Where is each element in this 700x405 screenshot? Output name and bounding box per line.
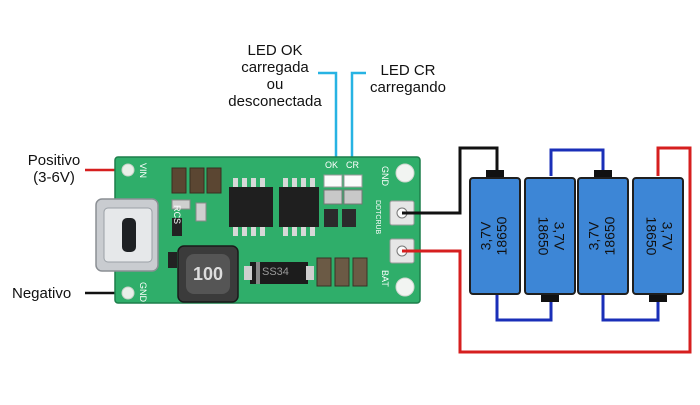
battery-body (469, 177, 521, 295)
usb-c-port (95, 198, 159, 272)
led-cr-label-line: carregando (370, 79, 446, 96)
ic-chip-2 (279, 178, 319, 236)
battery-terminal (594, 170, 612, 180)
positive-label-line: (3-6V) (33, 169, 75, 186)
inductor-value: 100 (192, 264, 224, 284)
led-ok-label-line: LED OK (247, 42, 303, 59)
silk-cr: CR (346, 160, 359, 170)
led-cr-callout-line (350, 71, 366, 172)
charger-board (95, 156, 421, 304)
led-ok-label-line: ou (266, 76, 284, 93)
battery-body (632, 177, 684, 295)
battery-type-label: 18650 (535, 217, 551, 256)
silk-rcs: RCS (172, 205, 182, 225)
led-ok-label: LED OK carregada ou desconectada (215, 42, 335, 110)
led-ok (323, 174, 343, 205)
battery-type-label: 18650 (602, 216, 618, 255)
silk-ok: OK (325, 160, 339, 170)
battery-terminal (486, 170, 504, 180)
silk-gnd-left: GND (138, 282, 148, 302)
diode (244, 262, 314, 284)
negative-input-label: Negativo (12, 285, 72, 302)
positive-input-label: Positivo (3-6V) (14, 152, 94, 186)
battery-terminal (649, 292, 667, 302)
led-ok-label-line: desconectada (228, 93, 322, 110)
series-link-3 (601, 292, 660, 322)
battery-body (524, 177, 576, 295)
ic-chip-1 (229, 178, 273, 236)
battery-voltage-label: 3,7V (478, 221, 494, 250)
positive-label-line: Positivo (27, 152, 81, 169)
led-cr-label: LED CR carregando (358, 62, 458, 96)
negative-wire (402, 146, 499, 215)
led-ok-callout-line (318, 71, 338, 172)
series-link-1 (495, 292, 553, 322)
battery-type-label: 18650 (643, 217, 659, 256)
battery-voltage-label: 3,7V (659, 222, 675, 251)
battery-body (577, 177, 629, 295)
led-cr (343, 174, 363, 205)
diode-marking: SS34 (262, 266, 289, 278)
battery-type-label: 18650 (494, 216, 510, 255)
battery-terminal (541, 292, 559, 302)
battery-voltage-label: 3,7V (551, 222, 567, 251)
led-ok-label-line: carregada (241, 59, 309, 76)
silk-gnd-right: GND (380, 166, 390, 186)
series-link-2 (549, 148, 605, 176)
silk-bat: BAT (380, 270, 390, 287)
positive-wire (402, 146, 692, 354)
silk-vin: VIN (138, 163, 148, 179)
battery-voltage-label: 3,7V (586, 221, 602, 250)
silk-dutcrub: DDTCRUB (374, 200, 381, 235)
inductor (177, 245, 239, 303)
led-cr-label-line: LED CR (380, 62, 436, 79)
